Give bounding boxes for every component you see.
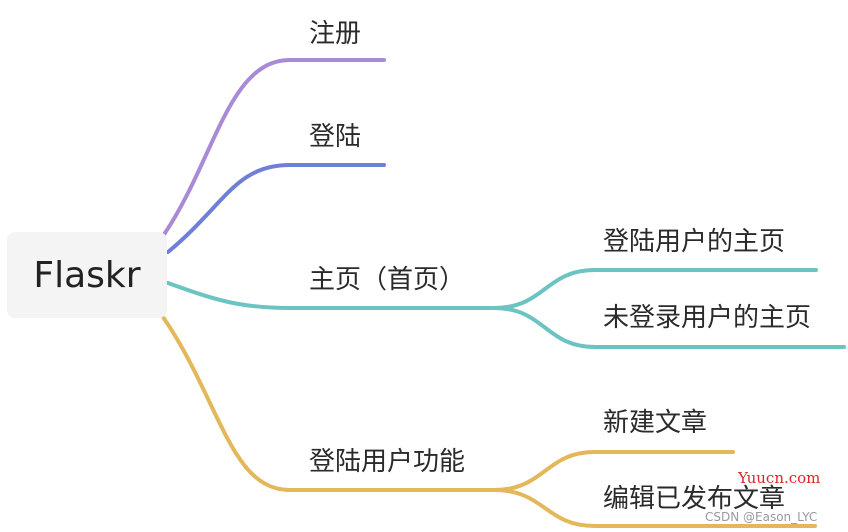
node-edit-article[interactable]: 编辑已发布文章 xyxy=(603,484,786,514)
node-register[interactable]: 注册 xyxy=(309,19,362,49)
connector-functions-child-2 xyxy=(492,488,817,528)
connector-home xyxy=(166,281,496,310)
connector-home-child-1 xyxy=(492,268,818,310)
node-home-logged-in[interactable]: 登陆用户的主页 xyxy=(603,227,786,257)
node-home-guest[interactable]: 未登录用户的主页 xyxy=(603,303,812,333)
root-label: Flaskr xyxy=(33,254,141,296)
connector-functions-child-1 xyxy=(492,450,735,492)
node-home[interactable]: 主页（首页） xyxy=(309,265,466,295)
node-user-functions[interactable]: 登陆用户功能 xyxy=(309,447,466,477)
node-login[interactable]: 登陆 xyxy=(309,122,362,152)
connector-user-functions xyxy=(161,315,496,492)
author-watermark: CSDN @Eason_LYC xyxy=(705,510,818,524)
connector-home-child-2 xyxy=(492,306,846,349)
root-node[interactable]: Flaskr xyxy=(7,232,167,318)
connector-login xyxy=(166,163,386,254)
connector-register xyxy=(161,58,386,238)
node-new-article[interactable]: 新建文章 xyxy=(603,408,708,438)
site-watermark: Yuucn.com xyxy=(738,469,821,487)
